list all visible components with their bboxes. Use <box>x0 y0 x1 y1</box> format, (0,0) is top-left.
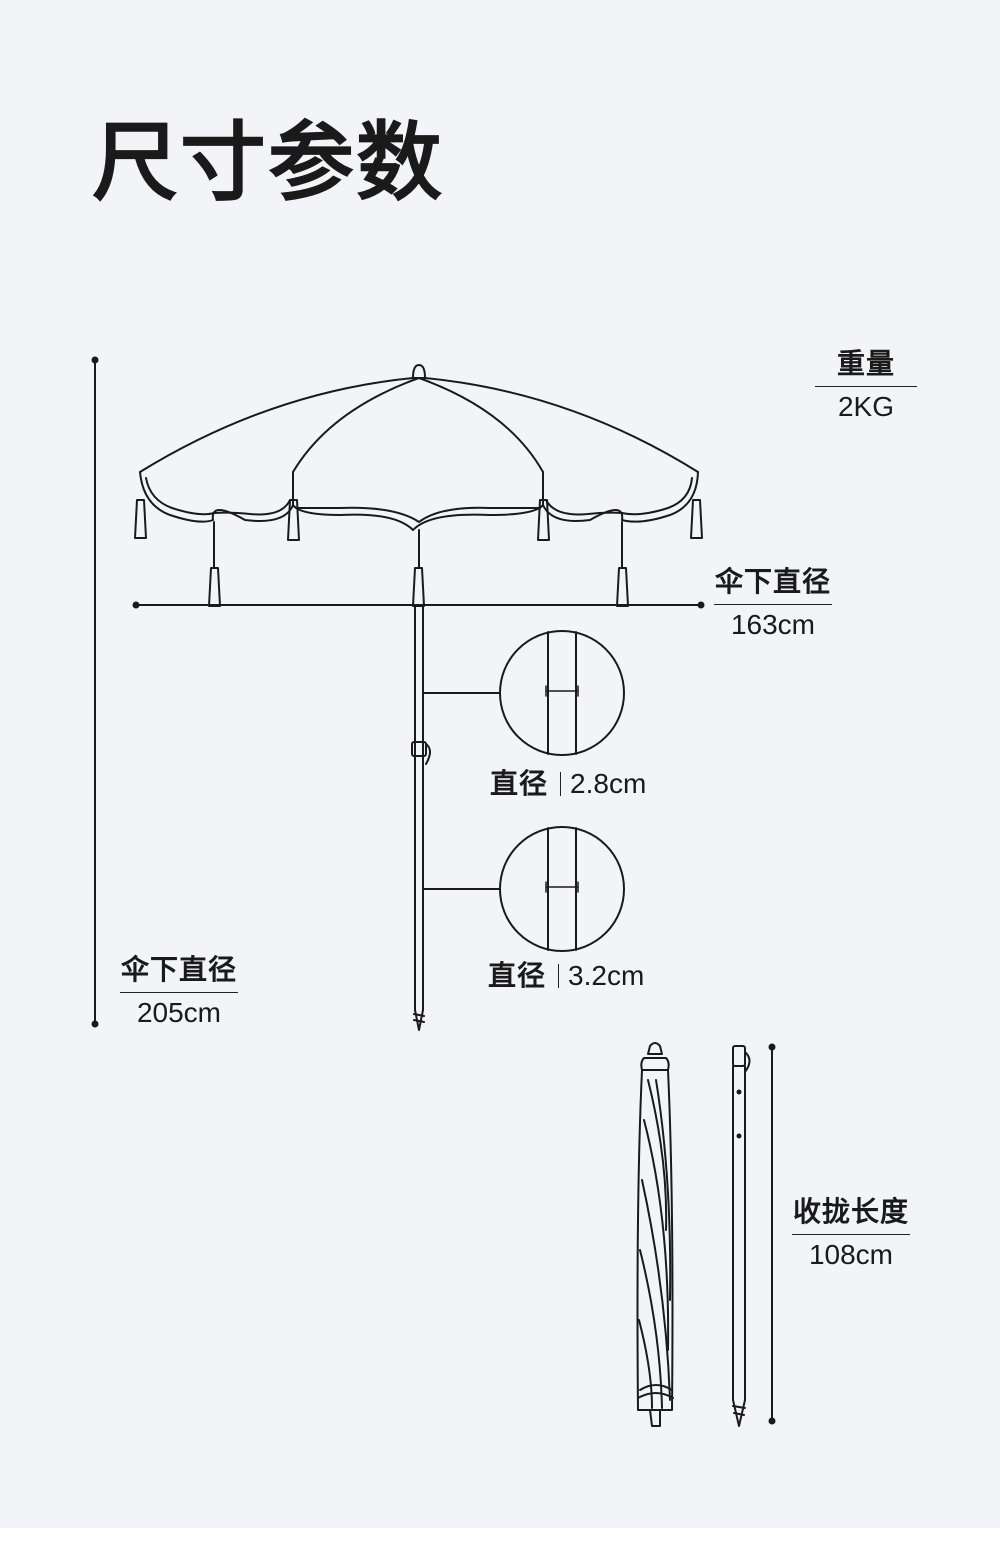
pole-diameter-1-value: 2.8cm <box>570 768 647 799</box>
folded-length-value: 108cm <box>808 1239 894 1270</box>
tassels <box>134 499 703 607</box>
bottom-band <box>0 1528 1000 1561</box>
folded-length-label: 收拢长度 <box>792 1195 909 1228</box>
canopy-diameter-spec: 伞下直径 163cm <box>714 568 832 639</box>
height-value: 205cm <box>136 997 222 1028</box>
pole-diameter-1: 直径 2.8cm <box>490 770 646 798</box>
pole-diameter-2-label: 直径 <box>488 959 547 992</box>
canopy-diameter-label: 伞下直径 <box>714 565 831 598</box>
weight-value: 2KG <box>837 391 895 422</box>
folded-umbrella <box>636 1042 674 1427</box>
folded-length-divider <box>792 1234 910 1235</box>
folded-pole <box>732 1045 751 1427</box>
pole-cross-section-1 <box>422 630 625 756</box>
pole-diameter-1-label: 直径 <box>490 767 549 800</box>
umbrella-canopy <box>139 364 699 531</box>
folded-length-line <box>768 1043 776 1425</box>
height-spec: 伞下直径 205cm <box>120 956 238 1027</box>
height-label: 伞下直径 <box>120 953 237 986</box>
pole-diameter-2-value: 3.2cm <box>568 960 645 991</box>
separator <box>560 772 562 796</box>
weight-spec: 重量 2KG <box>815 350 917 421</box>
pole-cross-section-2 <box>422 826 625 952</box>
canopy-diameter-divider <box>714 604 832 605</box>
folded-length-spec: 收拢长度 108cm <box>792 1198 910 1269</box>
pole-diameter-2: 直径 3.2cm <box>488 962 644 990</box>
page-title: 尺寸参数 <box>92 113 444 213</box>
height-dimension-line <box>91 356 99 1028</box>
canopy-diameter-line <box>132 601 705 609</box>
umbrella-pole <box>411 605 431 1031</box>
weight-divider <box>815 386 917 387</box>
separator <box>558 964 560 988</box>
canopy-diameter-value: 163cm <box>730 609 816 640</box>
weight-label: 重量 <box>836 347 895 380</box>
height-divider <box>120 992 238 993</box>
